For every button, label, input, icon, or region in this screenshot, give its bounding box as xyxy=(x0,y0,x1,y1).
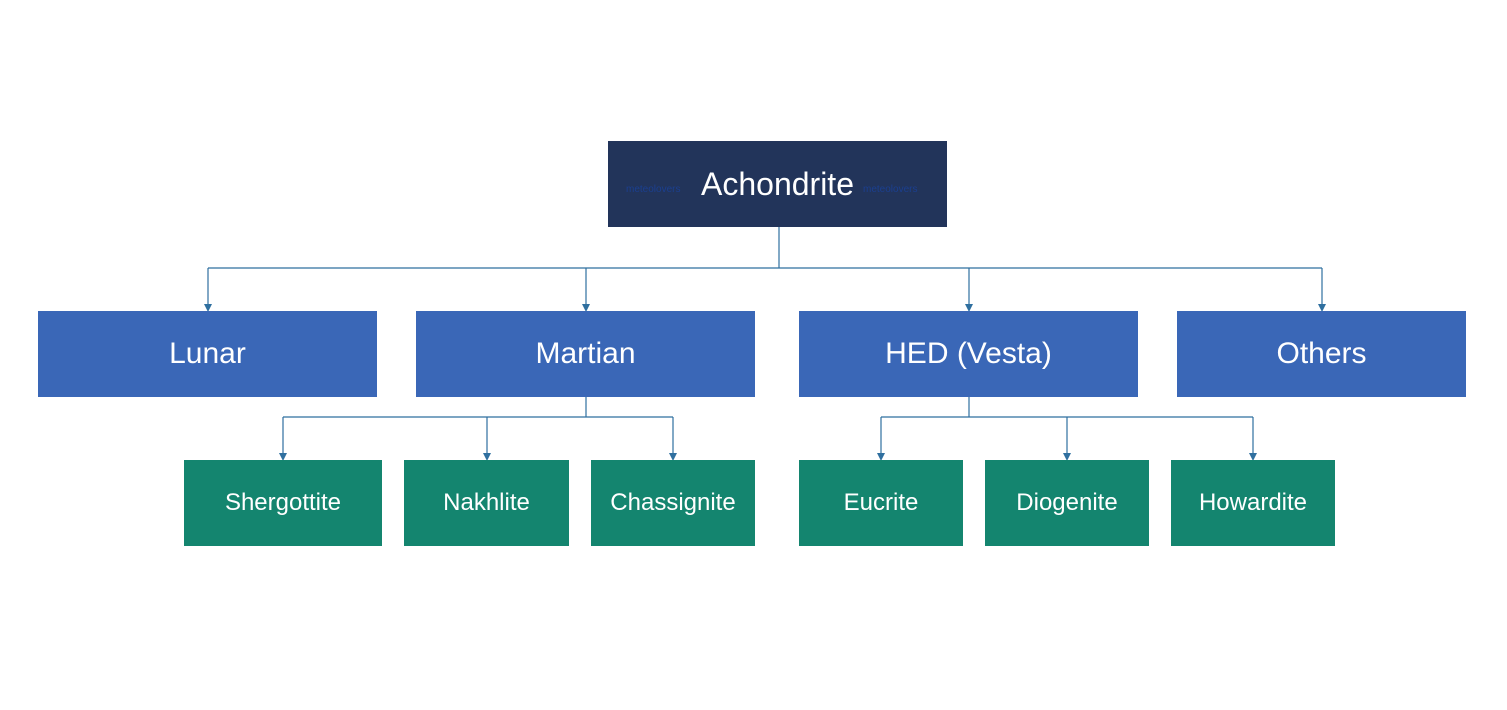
node-others: Others xyxy=(1177,311,1466,397)
node-hed-vesta-label: HED (Vesta) xyxy=(885,337,1052,370)
node-nakhlite: Nakhlite xyxy=(404,460,569,546)
node-achondrite: meteolovers Achondrite meteolovers xyxy=(608,141,947,227)
arrow-to-martian xyxy=(582,304,590,312)
node-eucrite: Eucrite xyxy=(799,460,963,546)
node-howardite-label: Howardite xyxy=(1198,489,1308,516)
node-martian-label: Martian xyxy=(535,337,636,370)
arrow-to-hed xyxy=(965,304,973,312)
node-diogenite: Diogenite xyxy=(985,460,1149,546)
watermark-left: meteolovers xyxy=(626,184,681,195)
arrow-to-others xyxy=(1318,304,1326,312)
node-diogenite-label: Diogenite xyxy=(1016,489,1118,516)
arrow-to-eucrite xyxy=(877,453,885,461)
node-others-label: Others xyxy=(1276,337,1367,370)
node-shergottite: Shergottite xyxy=(184,460,382,546)
node-lunar-label: Lunar xyxy=(169,337,246,370)
node-hed-vesta: HED (Vesta) xyxy=(799,311,1138,397)
arrow-to-diogenite xyxy=(1063,453,1071,461)
watermark-right: meteolovers xyxy=(863,184,918,195)
node-chassignite-label: Chassignite xyxy=(610,489,736,516)
node-nakhlite-label: Nakhlite xyxy=(443,489,530,516)
node-eucrite-label: Eucrite xyxy=(843,489,919,516)
arrow-to-howardite xyxy=(1249,453,1257,461)
node-martian: Martian xyxy=(416,311,755,397)
node-shergottite-label: Shergottite xyxy=(224,489,342,516)
arrow-to-lunar xyxy=(204,304,212,312)
arrow-to-shergottite xyxy=(279,453,287,461)
node-lunar: Lunar xyxy=(38,311,377,397)
arrow-to-chassignite xyxy=(669,453,677,461)
arrow-to-nakhlite xyxy=(483,453,491,461)
node-howardite: Howardite xyxy=(1171,460,1335,546)
node-achondrite-label: Achondrite xyxy=(701,165,854,202)
node-chassignite: Chassignite xyxy=(591,460,755,546)
